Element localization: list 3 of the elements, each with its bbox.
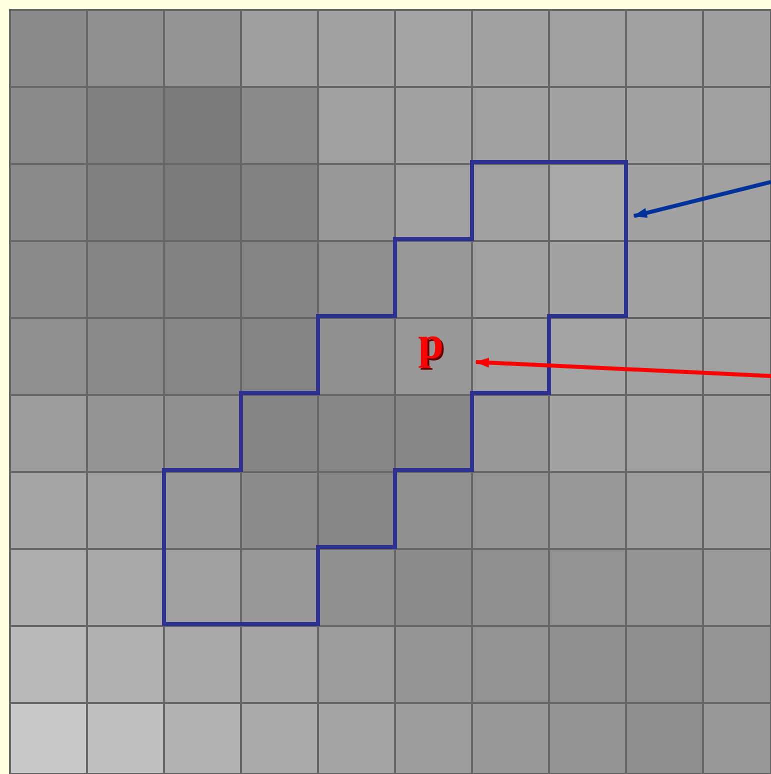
point-label: p (418, 320, 444, 366)
arrow (633, 180, 771, 218)
arrow (475, 358, 771, 378)
